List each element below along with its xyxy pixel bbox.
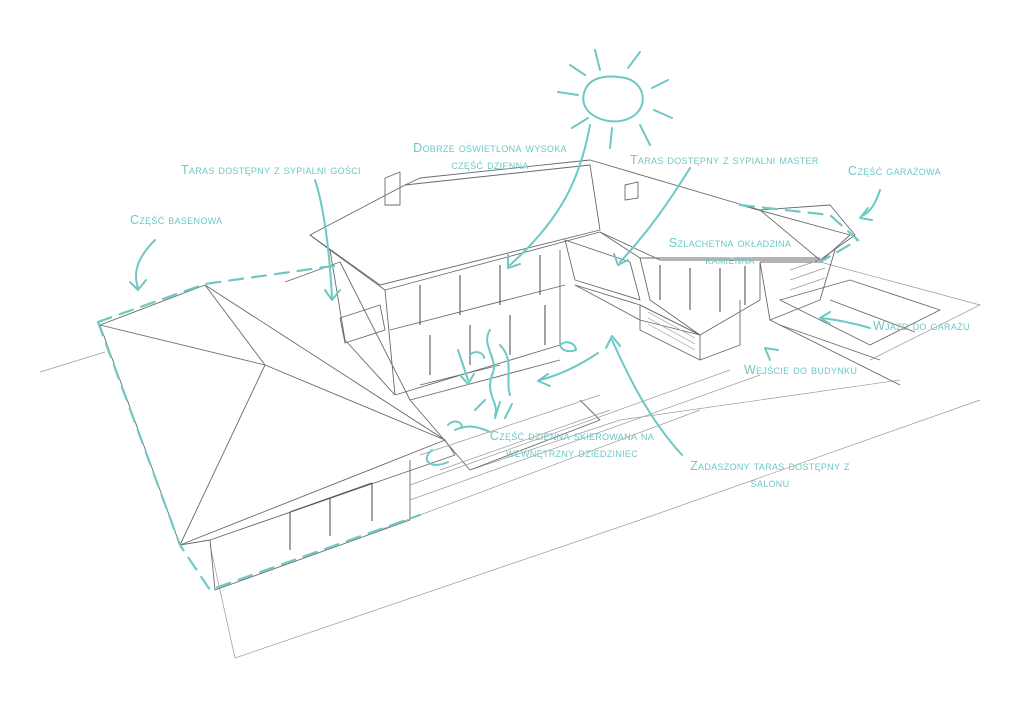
main-block (309, 159, 601, 396)
annotation-arrows (129, 124, 881, 466)
courtyard-plants (447, 329, 577, 429)
label-living-high: Dobrze oświetlona wysoka część dzienna (413, 141, 567, 172)
label-entrance: Wejście do budynku (744, 363, 858, 377)
label-garage-part: Część garażowa (848, 164, 941, 178)
label-stone-cladding: Szlachetna okładzina kamienna (668, 236, 792, 267)
site-lines (39, 261, 981, 659)
label-garage-drive: Wjazd do garażu (873, 319, 970, 333)
label-pool: Część basenowa (130, 213, 223, 227)
sun-icon (557, 49, 673, 149)
garage-block (739, 204, 941, 386)
pool-wing (99, 284, 456, 591)
label-guest-terrace: Taras dostępny z sypialni gości (181, 163, 361, 177)
label-master-terrace: Taras dostępny z sypialni master (630, 153, 819, 167)
zone-outlines (96, 203, 860, 592)
label-covered-terrace: Zadaszony taras dostępny z salonu (690, 459, 850, 490)
label-courtyard-living: Część dzienna skierowana na wewnętrzny d… (489, 429, 655, 460)
